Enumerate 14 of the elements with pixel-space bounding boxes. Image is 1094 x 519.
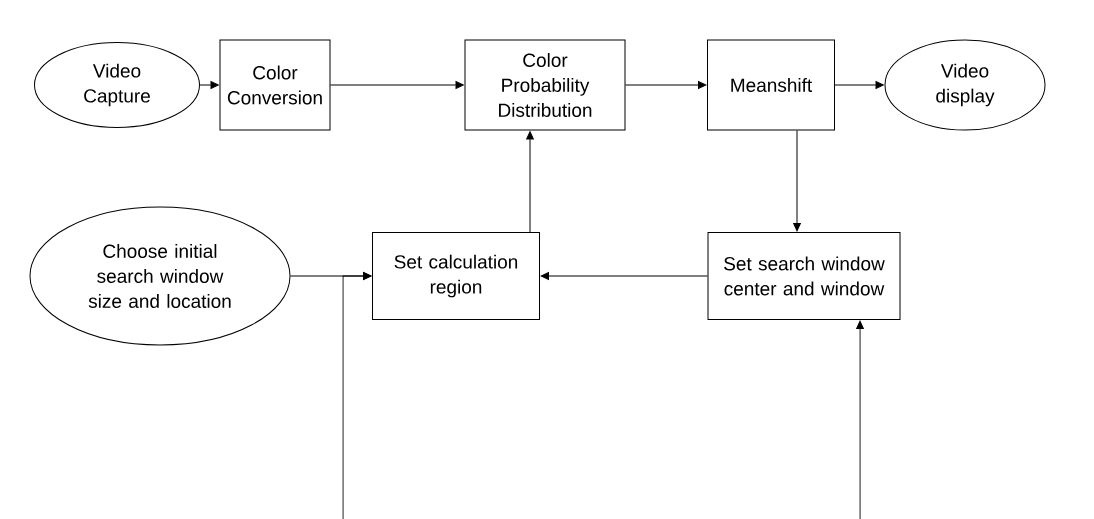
- process-box: Set calculation region: [372, 232, 540, 320]
- arrow: [793, 130, 801, 232]
- arrow: [330, 81, 464, 89]
- arrow: [526, 131, 534, 233]
- process-box: Color Conversion: [219, 39, 331, 131]
- arrow: [342, 272, 372, 519]
- arrow: [540, 272, 708, 280]
- process-box: Set search window center and window: [707, 232, 901, 320]
- process-box: Meanshift: [707, 39, 835, 131]
- arrow: [625, 81, 707, 89]
- arrow: [834, 81, 884, 89]
- arrow: [199, 81, 219, 89]
- process-box: Color Probability Distribution: [464, 39, 626, 131]
- arrow: [856, 320, 864, 519]
